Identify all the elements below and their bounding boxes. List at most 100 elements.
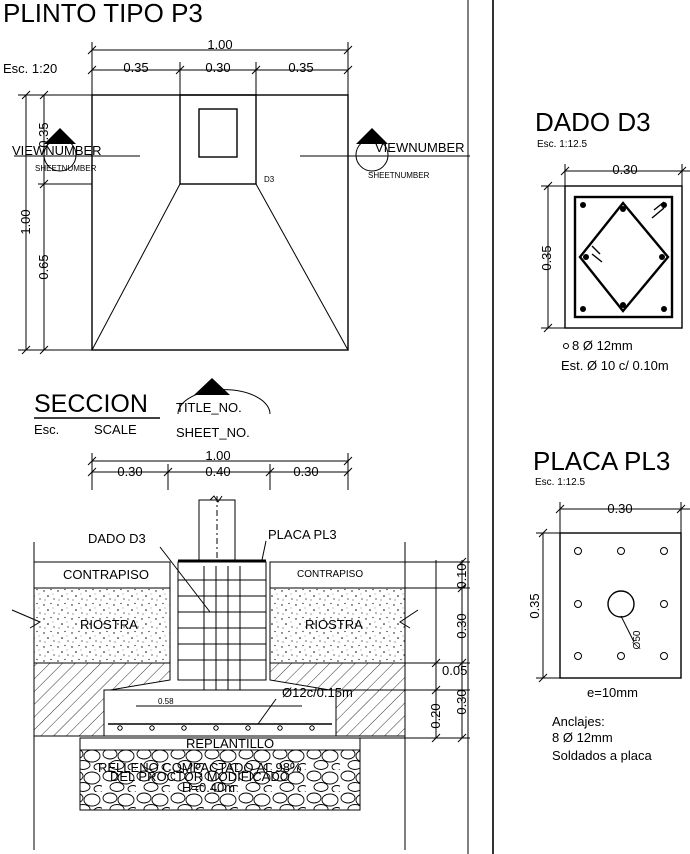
rebar-dot (659, 254, 665, 260)
dim-tick (87, 467, 97, 477)
dim-tick (343, 467, 353, 477)
break-line-icon (209, 495, 223, 503)
dim-tick (555, 504, 565, 514)
rebar-dot (580, 306, 586, 312)
dim-tick (677, 166, 687, 176)
dado-stirrup-outer (573, 195, 674, 319)
rebar-dot (583, 254, 589, 260)
dim-tick (538, 528, 548, 538)
dim-tick (457, 733, 467, 743)
dim-tick (343, 65, 353, 75)
placa-holes (574, 547, 668, 660)
rebar-dot (620, 302, 626, 308)
rebar-dot (580, 202, 586, 208)
section-marker-right: VIEWNUMBER SHEETNUMBER (300, 128, 470, 180)
vdim-010: 0.10 (454, 563, 469, 588)
center-hole (607, 590, 635, 618)
dim-right: 0.35 (288, 60, 313, 75)
dado-dim-width: 0.30 (612, 162, 637, 177)
rebar-dot (661, 306, 667, 312)
dado-title: DADO D3 (535, 107, 651, 137)
rebar-dot (245, 725, 251, 731)
dim-tick (39, 179, 49, 189)
rebar-dot (277, 725, 283, 731)
dim-058: 0.58 (158, 697, 174, 706)
seccion-dim-right: 0.30 (293, 464, 318, 479)
slope-line (255, 183, 349, 351)
anchor-hole (574, 652, 582, 660)
column-tag: D3 (264, 175, 275, 184)
placa-thickness: e=10mm (587, 685, 638, 700)
footing-slab (103, 689, 337, 737)
dim-tick (343, 45, 353, 55)
seccion-scale: SCALE (94, 422, 137, 437)
break-symbol-icon (11, 609, 42, 629)
dado-note1: 8 Ø 12mm (572, 338, 633, 353)
title-marker-icon (194, 378, 230, 395)
dado-outline (564, 185, 683, 329)
dim-tick (21, 90, 31, 100)
dim-tick (431, 733, 441, 743)
dim-tick (87, 65, 97, 75)
bullet-icon (563, 343, 569, 349)
rebar-label: Ø12c/0.15m (282, 685, 353, 700)
leader-line (620, 615, 635, 643)
rebar-dot (117, 725, 123, 731)
rebar-dots (117, 725, 315, 731)
pedestal-stirrups (178, 579, 266, 661)
dim-left: 0.35 (123, 60, 148, 75)
placa-anchor3: Soldados a placa (552, 748, 653, 763)
seccion-scale-label: Esc. (34, 422, 59, 437)
dim-tick (163, 467, 173, 477)
vdim-020: 0.20 (428, 703, 443, 728)
marker-arrow-icon (44, 128, 76, 144)
dim-tick (676, 504, 686, 514)
footing-outline (91, 94, 349, 351)
rebar-dot (213, 725, 219, 731)
anchor-hole (617, 652, 625, 660)
stirrup-hook-icon (591, 245, 603, 263)
dim-total-height: 1.00 (18, 209, 33, 234)
seccion-view: SECCION TITLE_NO. Esc. SCALE SHEET_NO. 1… (11, 378, 470, 850)
riostra-label-right: RIOSTRA (305, 617, 363, 632)
rebar-dot (181, 725, 187, 731)
placa-scale: Esc. 1:12.5 (535, 477, 585, 488)
placa-hole-label: Ø50 (632, 630, 643, 649)
dim-tick (457, 583, 467, 593)
title-marker-arc (177, 389, 271, 415)
fill-line1: RELLENO COMPACTADO AL 98% (98, 760, 302, 775)
dim-tick (87, 456, 97, 466)
seccion-title: SECCION (34, 390, 148, 418)
dim-tick (87, 45, 97, 55)
dado-detail: DADO D3 Esc. 1:12.5 0.30 0.35 8 Ø (535, 107, 690, 373)
dim-tick (560, 166, 570, 176)
placa-label: PLACA PL3 (268, 527, 337, 542)
dim-tick (431, 658, 441, 668)
section-marker-left: VIEWNUMBER SHEETNUMBER (12, 128, 140, 173)
plinto-scale: Esc. 1:20 (3, 61, 57, 76)
marker-arrow-icon (356, 128, 388, 144)
rebar-dot (149, 725, 155, 731)
contrapiso-label-left: CONTRAPISO (63, 567, 149, 582)
plinto-plan: PLINTO TIPO P3 Esc. 1:20 1.00 0.35 0.30 … (3, 0, 470, 355)
fill-line3: H=0.40m (182, 780, 235, 795)
riostra-left (33, 587, 171, 664)
dim-center: 0.30 (205, 60, 230, 75)
view-number-left: VIEWNUMBER (12, 143, 102, 158)
dim-tick (265, 467, 275, 477)
stone-fill (79, 749, 361, 811)
anchor-hole (617, 547, 625, 555)
placa-anchor1: Anclajes: (552, 714, 605, 729)
dim-tick (21, 345, 31, 355)
dim-tick (457, 658, 467, 668)
rebar-dot (309, 725, 315, 731)
dim-tick (343, 456, 353, 466)
slope-line (91, 183, 181, 351)
plinto-title: PLINTO TIPO P3 (3, 0, 203, 28)
anchor-hole (574, 547, 582, 555)
dim-bottom: 0.65 (36, 254, 51, 279)
pedestal (177, 561, 267, 681)
sheet-number-left: SHEETNUMBER (35, 164, 97, 173)
break-symbol-icon (399, 609, 419, 629)
